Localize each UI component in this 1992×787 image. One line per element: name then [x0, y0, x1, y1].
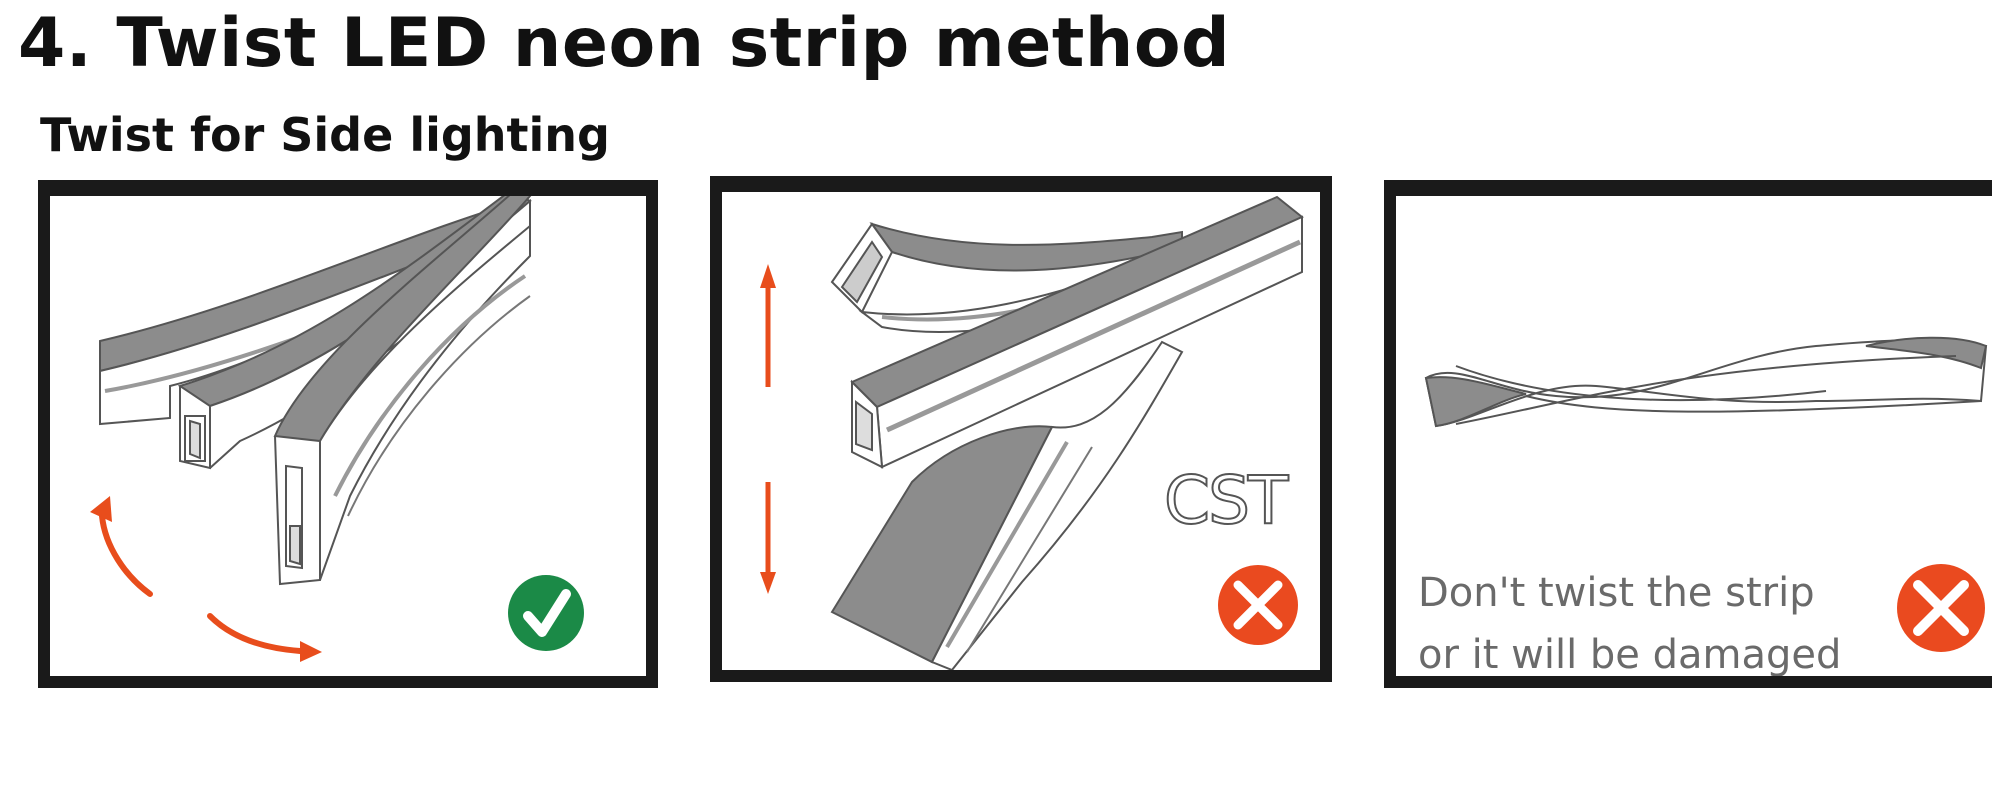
vertical-direction-arrows	[760, 264, 776, 594]
cross-icon	[1218, 565, 1298, 645]
no-twist-panel: Don't twist the strip or it will be dama…	[1384, 180, 1992, 688]
twist-warning-text: Don't twist the strip or it will be dama…	[1418, 562, 1842, 678]
twisted-strip	[1424, 336, 1988, 428]
side-bend-illustration	[90, 196, 532, 662]
section-subtitle: Twist for Side lighting	[40, 108, 610, 162]
bend-direction-arrows	[90, 496, 322, 662]
incorrect-bend-panel: CST	[710, 176, 1332, 682]
vertical-bend-illustration	[760, 195, 1304, 670]
neon-strip-main	[850, 195, 1304, 469]
cross-icon	[1897, 564, 1985, 652]
warning-line-2: or it will be damaged	[1418, 632, 1842, 678]
warning-line-1: Don't twist the strip	[1418, 570, 1815, 616]
neon-strip-3	[273, 196, 532, 586]
correct-bend-panel	[38, 180, 658, 688]
check-icon	[508, 575, 584, 651]
page-title: 4. Twist LED neon strip method	[18, 4, 1231, 83]
twisted-strip-illustration	[1424, 336, 1988, 428]
neon-strip-2	[177, 196, 532, 470]
neon-strip-lower	[830, 340, 1184, 670]
brand-watermark: CST	[1163, 461, 1289, 540]
